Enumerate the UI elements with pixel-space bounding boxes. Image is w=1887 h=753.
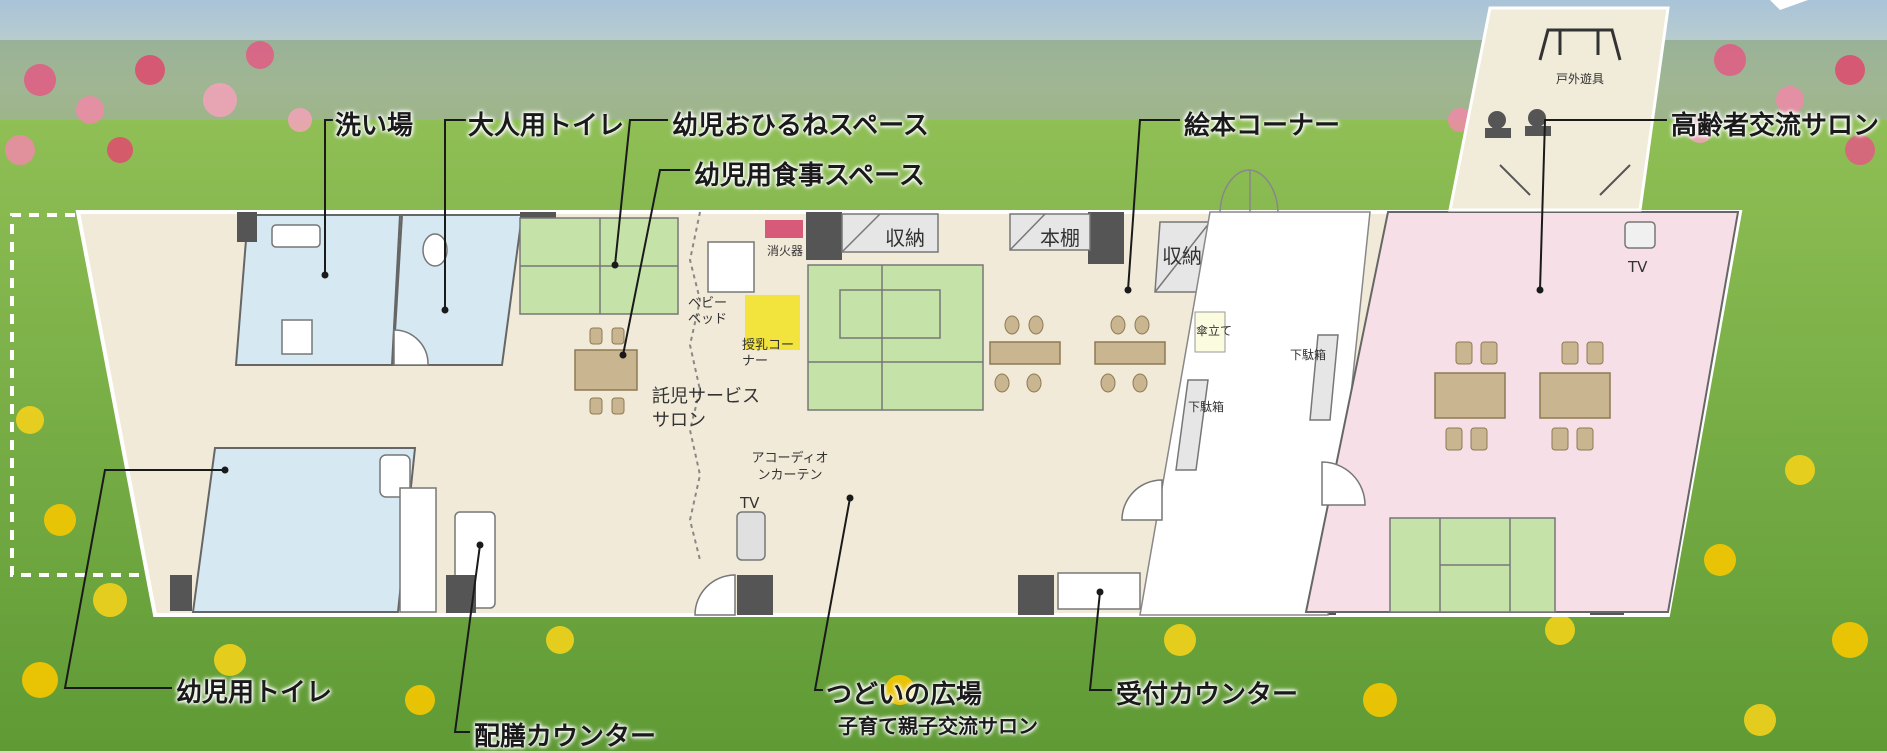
callout-child-toilet: 幼児用トイレ <box>176 678 333 708</box>
book-corner-chairs <box>994 315 1150 393</box>
callout-dining-space: 幼児用食事スペース <box>694 161 925 191</box>
label-extinguisher: 消火器 <box>767 244 804 258</box>
fire-extinguisher <box>765 220 803 238</box>
outdoor-play-area <box>1448 6 1670 212</box>
callout-plaza: つどいの広場 <box>826 680 983 710</box>
book-corner-tables <box>989 341 1166 365</box>
tv-stand-center <box>736 511 766 561</box>
pink-flowers <box>5 41 1875 165</box>
kitchen-unit <box>399 487 437 613</box>
washbasin-fixture <box>281 319 313 355</box>
leader-dots <box>221 261 1544 596</box>
shoe-rack-right <box>1309 334 1339 421</box>
nursing-corner <box>745 295 800 350</box>
door-swing-salon <box>1321 461 1366 506</box>
sink-fixture <box>271 224 321 248</box>
callout-adult-toilet: 大人用トイレ <box>468 111 625 141</box>
baby-bed <box>707 241 755 293</box>
callout-senior-salon: 高齢者交流サロン <box>1671 111 1880 141</box>
label-shoe-rack-1: 下駄箱 <box>1188 400 1225 414</box>
child-toilet-room <box>191 447 417 613</box>
label-tv-center: TV <box>740 494 760 512</box>
label-umbrella-stand: 傘立て <box>1196 324 1233 338</box>
door-swing-hall <box>1121 479 1163 521</box>
white-corner-mark <box>1770 0 1808 10</box>
salon-tables <box>1434 372 1611 419</box>
label-accordion-curtain: アコーディオンカーテン <box>751 451 829 483</box>
bathtub-fixture <box>379 454 411 498</box>
dining-chairs <box>589 327 625 415</box>
storage-box-1 <box>841 213 939 253</box>
shoe-rack-left <box>1175 379 1209 471</box>
door-swing-toilet <box>393 329 429 366</box>
bookshelf-box <box>1009 213 1091 251</box>
callout-washroom: 洗い場 <box>335 111 414 141</box>
arrow-left-icon <box>1499 164 1531 196</box>
spring-rider-icon <box>1485 109 1551 138</box>
dining-table <box>574 349 638 391</box>
callout-serving-counter: 配膳カウンター <box>474 722 657 752</box>
label-tv-right: TV <box>1628 258 1648 276</box>
swing-icon <box>1538 28 1622 61</box>
toilet-fixture <box>422 233 448 267</box>
dashed-outer-wall <box>10 213 155 577</box>
label-shoe-rack-2: 下駄箱 <box>1290 348 1327 362</box>
arrow-right-icon <box>1599 164 1631 196</box>
leader-lines <box>63 119 1667 733</box>
umbrella-stand <box>1194 311 1226 353</box>
label-storage-1: 収納 <box>885 226 925 250</box>
callout-plaza-sub: 子育て親子交流サロン <box>838 714 1038 738</box>
callout-nap-space: 幼児おひるねスペース <box>672 111 929 141</box>
label-outdoor-play: 戸外遊具 <box>1556 72 1605 86</box>
label-baby-bed: ベビーベッド <box>688 296 728 327</box>
yellow-flowers <box>16 406 1868 736</box>
label-nursing-corner: 授乳コーナー <box>742 338 795 369</box>
label-storage-2: 収納 <box>1162 244 1202 268</box>
label-bookshelf: 本棚 <box>1040 226 1080 250</box>
label-childcare-salon: 託児サービスサロン <box>652 386 760 431</box>
door-swing-center <box>694 574 736 616</box>
callout-picture-book-corner: 絵本コーナー <box>1184 111 1341 141</box>
tv-icon-right <box>1624 221 1656 249</box>
callout-reception-counter: 受付カウンター <box>1116 680 1299 710</box>
salon-chairs <box>1445 341 1604 451</box>
